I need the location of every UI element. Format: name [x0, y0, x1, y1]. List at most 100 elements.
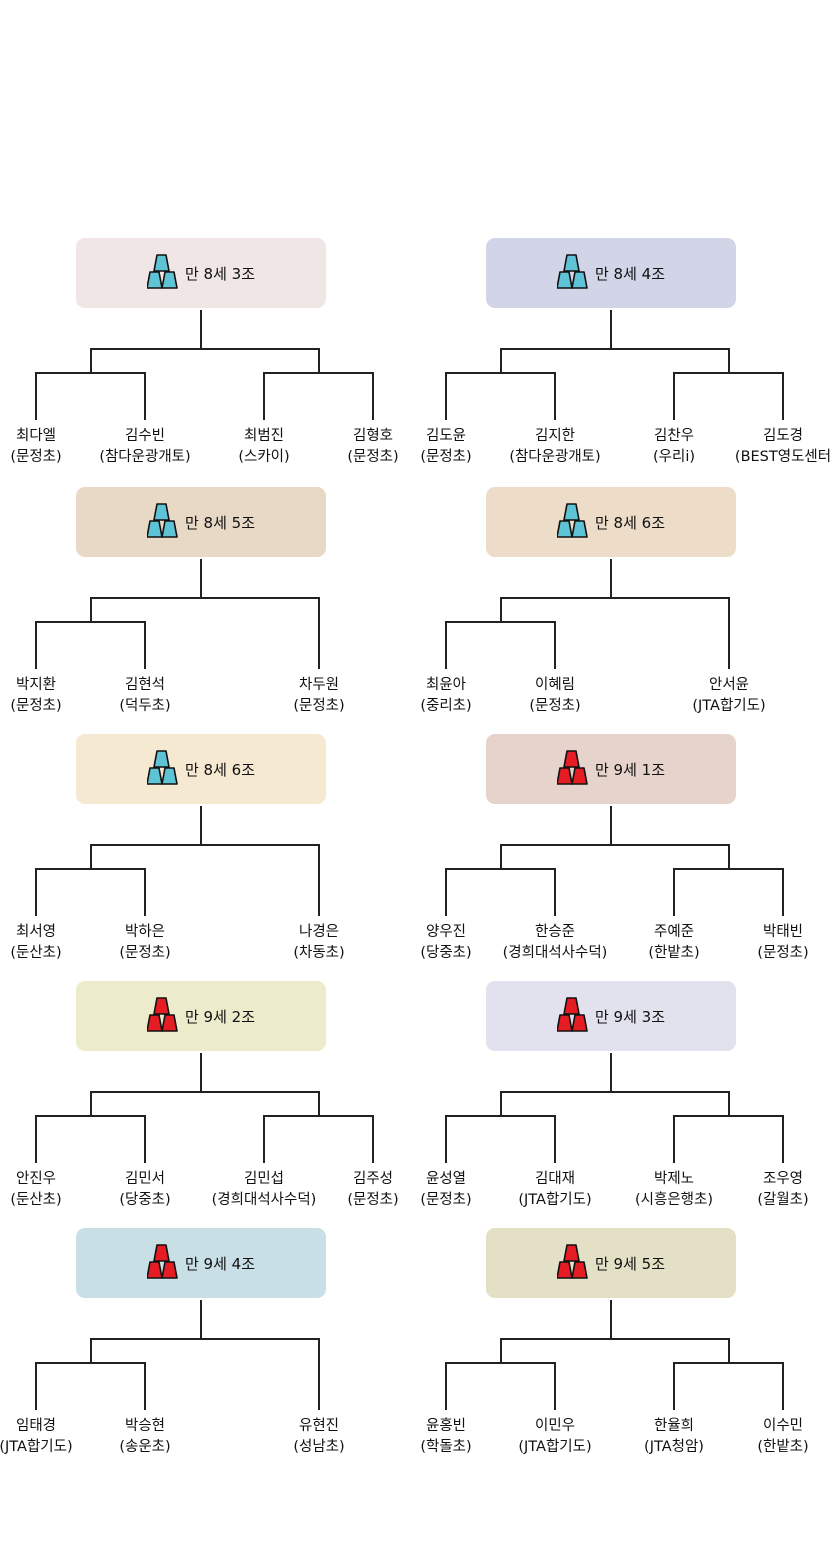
- bracket-line: [445, 868, 447, 916]
- player-entry: 나경은 (차동초): [259, 922, 379, 964]
- player-school: (학돌초): [420, 1439, 472, 1455]
- player-school: (차동초): [293, 945, 345, 961]
- player-school: (중리초): [420, 698, 472, 714]
- bracket-line: [554, 372, 556, 420]
- bracket-line: [500, 1338, 729, 1340]
- player-entry: 양우진(당중초): [386, 922, 506, 964]
- player-school: (JTA청암): [644, 1439, 704, 1455]
- player-school: (JTA합기도): [518, 1439, 592, 1455]
- bracket-line: [89, 597, 92, 621]
- bracket-line: [89, 844, 92, 868]
- group-header-g9: 만 9세 4조: [76, 1228, 326, 1298]
- bracket-line: [610, 806, 612, 844]
- bracket-line: [263, 372, 265, 420]
- bracket-line: [89, 348, 92, 372]
- player-name: 이혜림: [534, 677, 576, 693]
- bracket-line: [727, 1091, 730, 1115]
- bracket-line: [782, 1115, 784, 1163]
- player-entry: 한율희 (JTA청암): [614, 1416, 734, 1458]
- player-name: 윤홍빈: [425, 1418, 467, 1434]
- bracket-line: [200, 310, 202, 348]
- player-school: (당중초): [420, 945, 472, 961]
- bracket-line: [782, 372, 784, 420]
- bracket-line: [554, 1362, 556, 1410]
- player-entry: 안서윤(JTA합기도): [669, 675, 789, 717]
- bracket-line: [500, 348, 729, 350]
- group-header-g6: 만 9세 1조: [486, 734, 736, 804]
- bracket-line: [554, 621, 556, 669]
- player-school: (문정초): [420, 1192, 472, 1208]
- player-entry: 김도경(BEST영도센터: [723, 426, 835, 468]
- player-name: 김민서: [124, 1171, 166, 1187]
- stacked-cups-icon: [146, 500, 185, 544]
- player-name: 임태경: [15, 1418, 57, 1434]
- player-entry: 박제노(시흥은행초): [614, 1169, 734, 1211]
- player-name: 윤성열: [425, 1171, 467, 1187]
- bracket-line: [445, 372, 447, 420]
- player-school: (둔산초): [10, 1192, 62, 1208]
- group-title: 만 8세 3조: [184, 264, 256, 283]
- player-entry: 김주성 (문정초): [313, 1169, 433, 1211]
- bracket-line: [499, 597, 502, 621]
- player-name: 한율희: [653, 1418, 695, 1434]
- stacked-cups-icon: [146, 747, 185, 791]
- bracket-line: [445, 1115, 447, 1163]
- bracket-line: [90, 1338, 319, 1340]
- player-entry: 한승준(경희대석사수덕): [495, 922, 615, 964]
- player-entry: 최다엘(문정초): [0, 426, 96, 468]
- stacked-cups-icon: [556, 500, 595, 544]
- player-school: (문정초): [529, 698, 581, 714]
- player-name: 안진우: [15, 1171, 57, 1187]
- bracket-line: [317, 348, 320, 372]
- bracket-line: [727, 844, 730, 868]
- player-entry: 김형호(문정초): [313, 426, 433, 468]
- player-school: (문정초): [347, 449, 399, 465]
- bracket-line: [318, 597, 320, 669]
- player-entry: 안진우 (둔산초): [0, 1169, 96, 1211]
- bracket-line: [200, 1300, 202, 1338]
- stacked-cups-icon: [146, 251, 185, 295]
- player-entry: 박승현 (송운초): [85, 1416, 205, 1458]
- player-school: (송운초): [119, 1439, 171, 1455]
- bracket-line: [372, 372, 374, 420]
- bracket-line: [200, 1053, 202, 1091]
- bracket-line: [610, 559, 612, 597]
- player-school: (우리i): [652, 449, 696, 465]
- player-name: 김주성: [352, 1171, 394, 1187]
- group-title: 만 9세 3조: [594, 1007, 666, 1026]
- player-entry: 차두원(문정초): [259, 675, 379, 717]
- player-school: (덕두초): [119, 698, 171, 714]
- bracket-line: [446, 1115, 555, 1117]
- player-school: (성남초): [293, 1439, 345, 1455]
- player-school: (문정초): [347, 1192, 399, 1208]
- bracket-line: [499, 1091, 502, 1115]
- player-name: 안서윤: [708, 677, 750, 693]
- bracket-line: [499, 844, 502, 868]
- bracket-line: [500, 597, 729, 599]
- bracket-line: [728, 597, 730, 669]
- bracket-line: [372, 1115, 374, 1163]
- player-name: 나경은: [298, 924, 340, 940]
- player-name: 박승현: [124, 1418, 166, 1434]
- group-header-g3: 만 8세 5조: [76, 487, 326, 557]
- bracket-line: [674, 372, 783, 374]
- player-name: 주예준: [653, 924, 695, 940]
- player-entry: 김수빈(참다운광개토): [85, 426, 205, 468]
- group-header-g1: 만 8세 3조: [76, 238, 326, 308]
- player-entry: 최윤아(중리초): [386, 675, 506, 717]
- player-school: (참다운광개토): [99, 449, 191, 465]
- player-school: (경희대석사수덕): [502, 945, 608, 961]
- group-header-g10: 만 9세 5조: [486, 1228, 736, 1298]
- bracket-line: [674, 868, 783, 870]
- bracket-line: [674, 1115, 783, 1117]
- bracket-line: [673, 868, 675, 916]
- player-entry: 조우영(갈월초): [723, 1169, 835, 1211]
- bracket-line: [36, 621, 145, 623]
- stacked-cups-icon: [146, 994, 185, 1038]
- player-entry: 최범진(스카이): [204, 426, 324, 468]
- bracket-line: [554, 1115, 556, 1163]
- bracket-line: [445, 621, 447, 669]
- player-entry: 김현석(덕두초): [85, 675, 205, 717]
- bracket-line: [727, 348, 730, 372]
- player-name: 최범진: [243, 428, 285, 444]
